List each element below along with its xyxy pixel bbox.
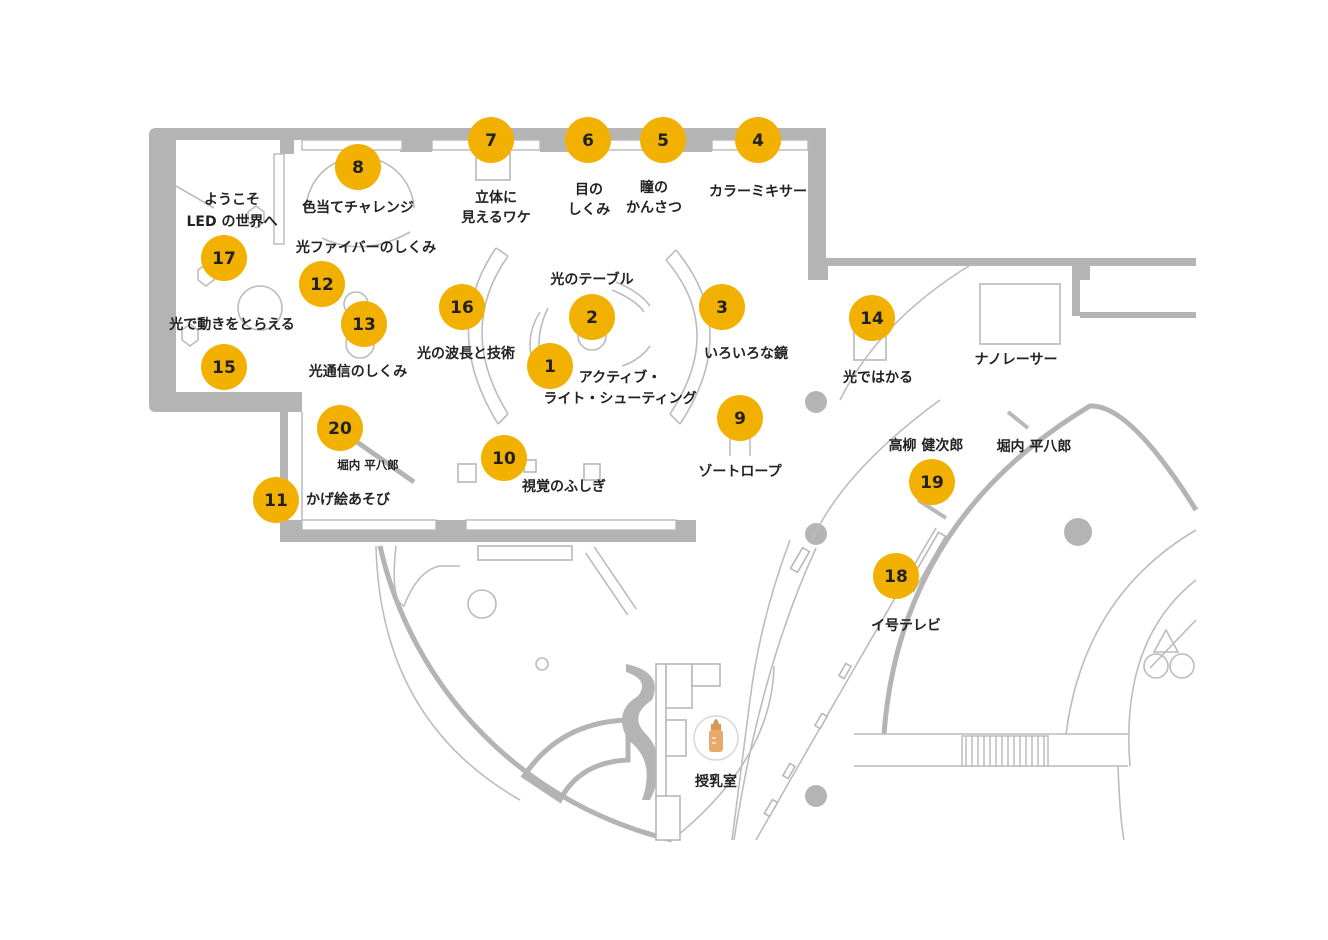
svg-text:11: 11 xyxy=(264,491,288,511)
svg-text:20: 20 xyxy=(328,419,352,439)
label-active-line2: ライト・シューティング xyxy=(543,390,696,407)
marker-18[interactable]: 18 xyxy=(873,553,919,599)
label-wavelength: 光の波長と技術 xyxy=(416,345,515,362)
label-motion-capture: 光で動きをとらえる xyxy=(168,316,295,333)
marker-11[interactable]: 11 xyxy=(253,477,299,523)
marker-19[interactable]: 19 xyxy=(909,459,955,505)
label-welcome-line2: LED の世界へ xyxy=(187,213,278,230)
svg-text:1: 1 xyxy=(544,357,556,377)
label-eye-line2: しくみ xyxy=(568,202,611,218)
label-pupil-line2: かんさつ xyxy=(626,200,682,216)
svg-text:5: 5 xyxy=(657,131,669,151)
svg-text:3: 3 xyxy=(716,298,728,318)
label-stereo-line1: 立体に xyxy=(475,189,517,206)
label-color-challenge: 色当てチャレンジ xyxy=(302,199,414,216)
label-mirrors: いろいろな鏡 xyxy=(704,345,788,362)
exhibit-markers: 1 2 3 4 5 6 7 8 9 10 11 12 13 14 15 16 1… xyxy=(201,117,955,599)
marker-16[interactable]: 16 xyxy=(439,284,485,330)
marker-5[interactable]: 5 xyxy=(640,117,686,163)
label-optical-comm: 光通信のしくみ xyxy=(308,363,408,380)
label-tv: イ号テレビ xyxy=(871,618,941,634)
svg-text:16: 16 xyxy=(450,298,474,318)
svg-text:4: 4 xyxy=(752,131,764,151)
label-nursing-room: 授乳室 xyxy=(695,773,737,790)
marker-7[interactable]: 7 xyxy=(468,117,514,163)
label-fiber: 光ファイバーのしくみ xyxy=(295,239,436,256)
label-eye-line1: 目の xyxy=(575,182,603,198)
marker-1[interactable]: 1 xyxy=(527,343,573,389)
label-pupil-line1: 瞳の xyxy=(640,179,668,196)
label-horiuchi: 堀内 平八郎 xyxy=(997,438,1072,455)
svg-text:17: 17 xyxy=(212,249,236,269)
svg-text:19: 19 xyxy=(920,473,944,493)
marker-13[interactable]: 13 xyxy=(341,301,387,347)
marker-4[interactable]: 4 xyxy=(735,117,781,163)
exhibit-labels: ようこそ LED の世界へ 色当てチャレンジ 立体に 見えるワケ 目の しくみ … xyxy=(168,179,1071,790)
svg-text:15: 15 xyxy=(212,358,236,378)
label-nano-laser: ナノレーサー xyxy=(974,352,1057,368)
label-zoetrope: ゾートロープ xyxy=(698,463,782,480)
marker-3[interactable]: 3 xyxy=(699,284,745,330)
lower-area xyxy=(375,263,1199,843)
svg-text:6: 6 xyxy=(582,131,594,151)
label-shadow-play: かげ絵あそび xyxy=(306,491,391,508)
label-color-mixer: カラーミキサー xyxy=(709,184,807,200)
label-light-table: 光のテーブル xyxy=(549,271,633,288)
marker-20[interactable]: 20 xyxy=(317,405,363,451)
baby-bottle-icon xyxy=(693,715,739,761)
label-welcome-line1: ようこそ xyxy=(204,192,260,208)
fixtures xyxy=(175,151,1092,807)
marker-12[interactable]: 12 xyxy=(299,261,345,307)
marker-8[interactable]: 8 xyxy=(335,144,381,190)
svg-text:14: 14 xyxy=(860,309,884,329)
svg-text:7: 7 xyxy=(485,131,497,151)
svg-text:18: 18 xyxy=(884,567,908,587)
label-active-line1: アクティブ・ xyxy=(579,369,661,386)
marker-10[interactable]: 10 xyxy=(481,435,527,481)
svg-text:8: 8 xyxy=(352,158,364,178)
label-stereo-line2: 見えるワケ xyxy=(460,210,531,226)
svg-text:9: 9 xyxy=(734,409,746,429)
label-measure: 光ではかる xyxy=(842,369,913,386)
stairs xyxy=(961,735,1049,767)
marker-17[interactable]: 17 xyxy=(201,235,247,281)
svg-text:13: 13 xyxy=(352,315,376,335)
marker-14[interactable]: 14 xyxy=(849,295,895,341)
label-horiuchi-small: 堀内 平八郎 xyxy=(337,458,399,472)
marker-2[interactable]: 2 xyxy=(569,294,615,340)
label-visual: 視覚のふしぎ xyxy=(521,478,606,495)
svg-text:2: 2 xyxy=(586,308,598,328)
marker-15[interactable]: 15 xyxy=(201,344,247,390)
svg-text:12: 12 xyxy=(310,275,334,295)
svg-text:10: 10 xyxy=(492,449,516,469)
label-takayanagi: 高柳 健次郎 xyxy=(889,437,964,454)
marker-9[interactable]: 9 xyxy=(717,395,763,441)
marker-6[interactable]: 6 xyxy=(565,117,611,163)
